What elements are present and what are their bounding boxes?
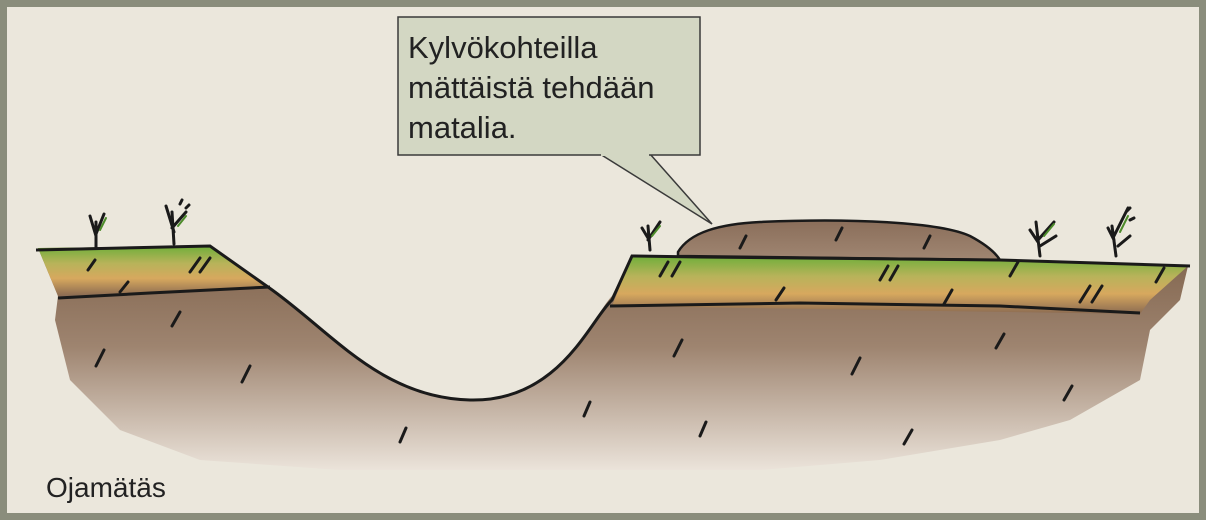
callout-line: mättäistä tehdään <box>408 68 698 108</box>
callout-line: matalia. <box>408 108 698 148</box>
plant-leaf-accents <box>100 216 1128 236</box>
callout-pointer <box>600 154 712 224</box>
diagram-caption: Ojamätäs <box>46 472 166 504</box>
callout-text: Kylvökohteilla mättäistä tehdään matalia… <box>408 28 698 148</box>
mound <box>678 221 1000 260</box>
callout-line: Kylvökohteilla <box>408 28 698 68</box>
